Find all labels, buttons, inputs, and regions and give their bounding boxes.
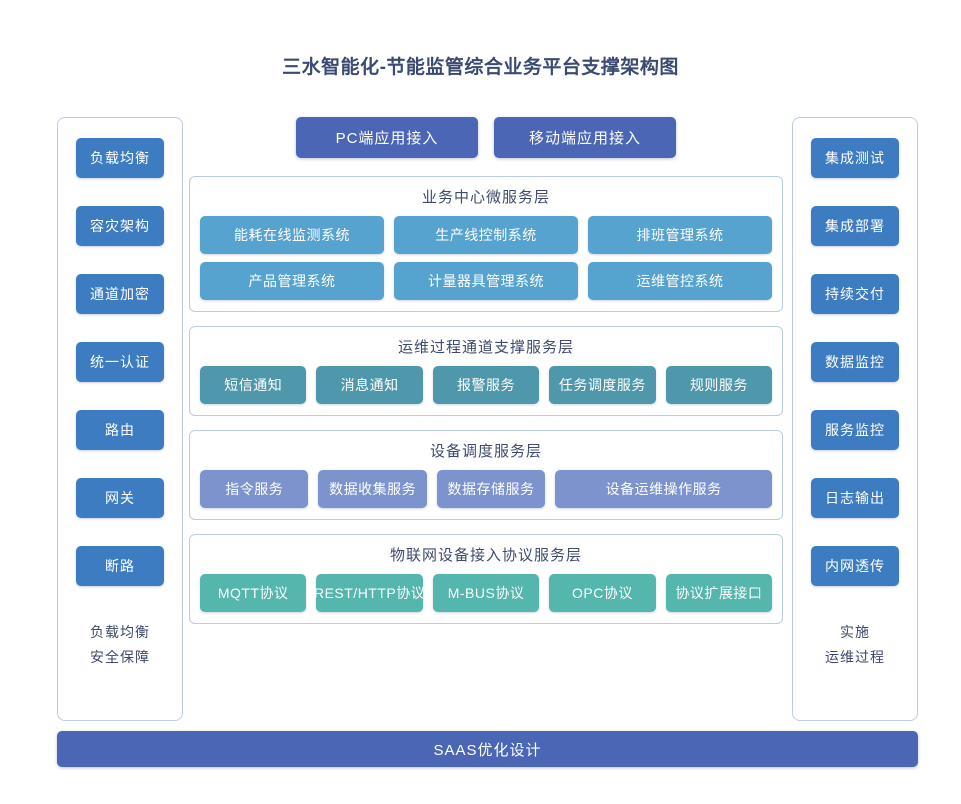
node-alarm-service[interactable]: 报警服务: [432, 366, 540, 404]
layer-title-channel: 运维过程通道支撑服务层: [397, 339, 574, 356]
center-stack: PC端应用接入 移动端应用接入 业务中心微服务层 能耗在线监测系统 生产线控制系…: [189, 117, 783, 721]
node-shift-management-system[interactable]: 排班管理系统: [588, 216, 772, 254]
layer-title-device: 设备调度服务层: [429, 443, 542, 460]
left-footer-line-2: 安全保障: [90, 649, 150, 665]
right-chip-intranet-passthrough[interactable]: 内网透传: [811, 546, 899, 586]
right-footer-line-2: 运维过程: [825, 649, 885, 665]
node-product-management-system[interactable]: 产品管理系统: [200, 262, 384, 300]
layer-row: 短信通知 消息通知 报警服务 任务调度服务 规则服务: [200, 366, 773, 404]
right-chip-log-output[interactable]: 日志输出: [811, 478, 899, 518]
left-chip-load-balance[interactable]: 负载均衡: [76, 138, 164, 178]
layer-row: 能耗在线监测系统 生产线控制系统 排班管理系统: [200, 216, 772, 254]
node-command-service[interactable]: 指令服务: [200, 470, 309, 508]
node-rule-service[interactable]: 规则服务: [665, 366, 773, 404]
access-chip-mobile[interactable]: 移动端应用接入: [494, 117, 676, 158]
right-chip-integration-test[interactable]: 集成测试: [811, 138, 899, 178]
layer-title-business: 业务中心微服务层: [421, 189, 550, 206]
layer-iot-protocol-access: 物联网设备接入协议服务层 MQTT协议 REST/HTTP协议 M-BUS协议 …: [189, 534, 783, 624]
node-data-collection-service[interactable]: 数据收集服务: [318, 470, 427, 508]
right-chip-data-monitoring[interactable]: 数据监控: [811, 342, 899, 382]
right-footer-line-1: 实施: [840, 624, 870, 640]
node-protocol-extension-interface[interactable]: 协议扩展接口: [665, 574, 773, 612]
application-access-row: PC端应用接入 移动端应用接入: [189, 117, 783, 158]
layer-title-protocol: 物联网设备接入协议服务层: [389, 547, 582, 564]
left-support-column: 负载均衡 容灾架构 通道加密 统一认证 路由 网关 断路 负载均衡 安全保障: [57, 117, 183, 721]
node-energy-monitoring-system[interactable]: 能耗在线监测系统: [200, 216, 384, 254]
left-chip-channel-encryption[interactable]: 通道加密: [76, 274, 164, 314]
node-production-line-control-system[interactable]: 生产线控制系统: [394, 216, 578, 254]
right-chip-continuous-delivery[interactable]: 持续交付: [811, 274, 899, 314]
access-chip-pc[interactable]: PC端应用接入: [296, 117, 478, 158]
left-chip-gateway[interactable]: 网关: [76, 478, 164, 518]
node-sms-notification[interactable]: 短信通知: [200, 366, 307, 404]
left-column-footer: 负载均衡 安全保障: [90, 620, 150, 670]
left-chip-dr-architecture[interactable]: 容灾架构: [76, 206, 164, 246]
node-data-storage-service[interactable]: 数据存储服务: [436, 470, 546, 508]
left-chip-unified-auth[interactable]: 统一认证: [76, 342, 164, 382]
saas-optimization-bar[interactable]: SAAS优化设计: [57, 731, 918, 767]
node-rest-http-protocol[interactable]: REST/HTTP协议: [314, 574, 425, 612]
node-ops-control-system[interactable]: 运维管控系统: [588, 262, 772, 300]
page-title: 三水智能化-节能监管综合业务平台支撑架构图: [282, 57, 679, 78]
right-column-footer: 实施 运维过程: [825, 620, 885, 670]
left-chip-circuit-breaker[interactable]: 断路: [76, 546, 164, 586]
right-chip-service-monitoring[interactable]: 服务监控: [811, 410, 899, 450]
left-footer-line-1: 负载均衡: [90, 624, 150, 640]
right-support-column: 集成测试 集成部署 持续交付 数据监控 服务监控 日志输出 内网透传 实施 运维…: [792, 117, 918, 721]
node-metering-device-management-system[interactable]: 计量器具管理系统: [394, 262, 578, 300]
layer-business-microservices: 业务中心微服务层 能耗在线监测系统 生产线控制系统 排班管理系统 产品管理系统 …: [189, 176, 783, 312]
node-opc-protocol[interactable]: OPC协议: [549, 574, 656, 612]
node-device-ops-operation-service[interactable]: 设备运维操作服务: [555, 470, 773, 508]
left-chip-routing[interactable]: 路由: [76, 410, 164, 450]
layer-ops-channel-support: 运维过程通道支撑服务层 短信通知 消息通知 报警服务 任务调度服务 规则服务: [189, 326, 783, 416]
node-task-scheduling-service[interactable]: 任务调度服务: [549, 366, 656, 404]
layer-row: 产品管理系统 计量器具管理系统 运维管控系统: [200, 262, 772, 300]
layer-row: MQTT协议 REST/HTTP协议 M-BUS协议 OPC协议 协议扩展接口: [200, 574, 773, 612]
node-message-notification[interactable]: 消息通知: [316, 366, 423, 404]
node-mbus-protocol[interactable]: M-BUS协议: [432, 574, 540, 612]
layer-row: 指令服务 数据收集服务 数据存储服务 设备运维操作服务: [200, 470, 773, 508]
layer-device-scheduling: 设备调度服务层 指令服务 数据收集服务 数据存储服务 设备运维操作服务: [189, 430, 783, 520]
right-chip-integration-deploy[interactable]: 集成部署: [811, 206, 899, 246]
node-mqtt-protocol[interactable]: MQTT协议: [200, 574, 307, 612]
